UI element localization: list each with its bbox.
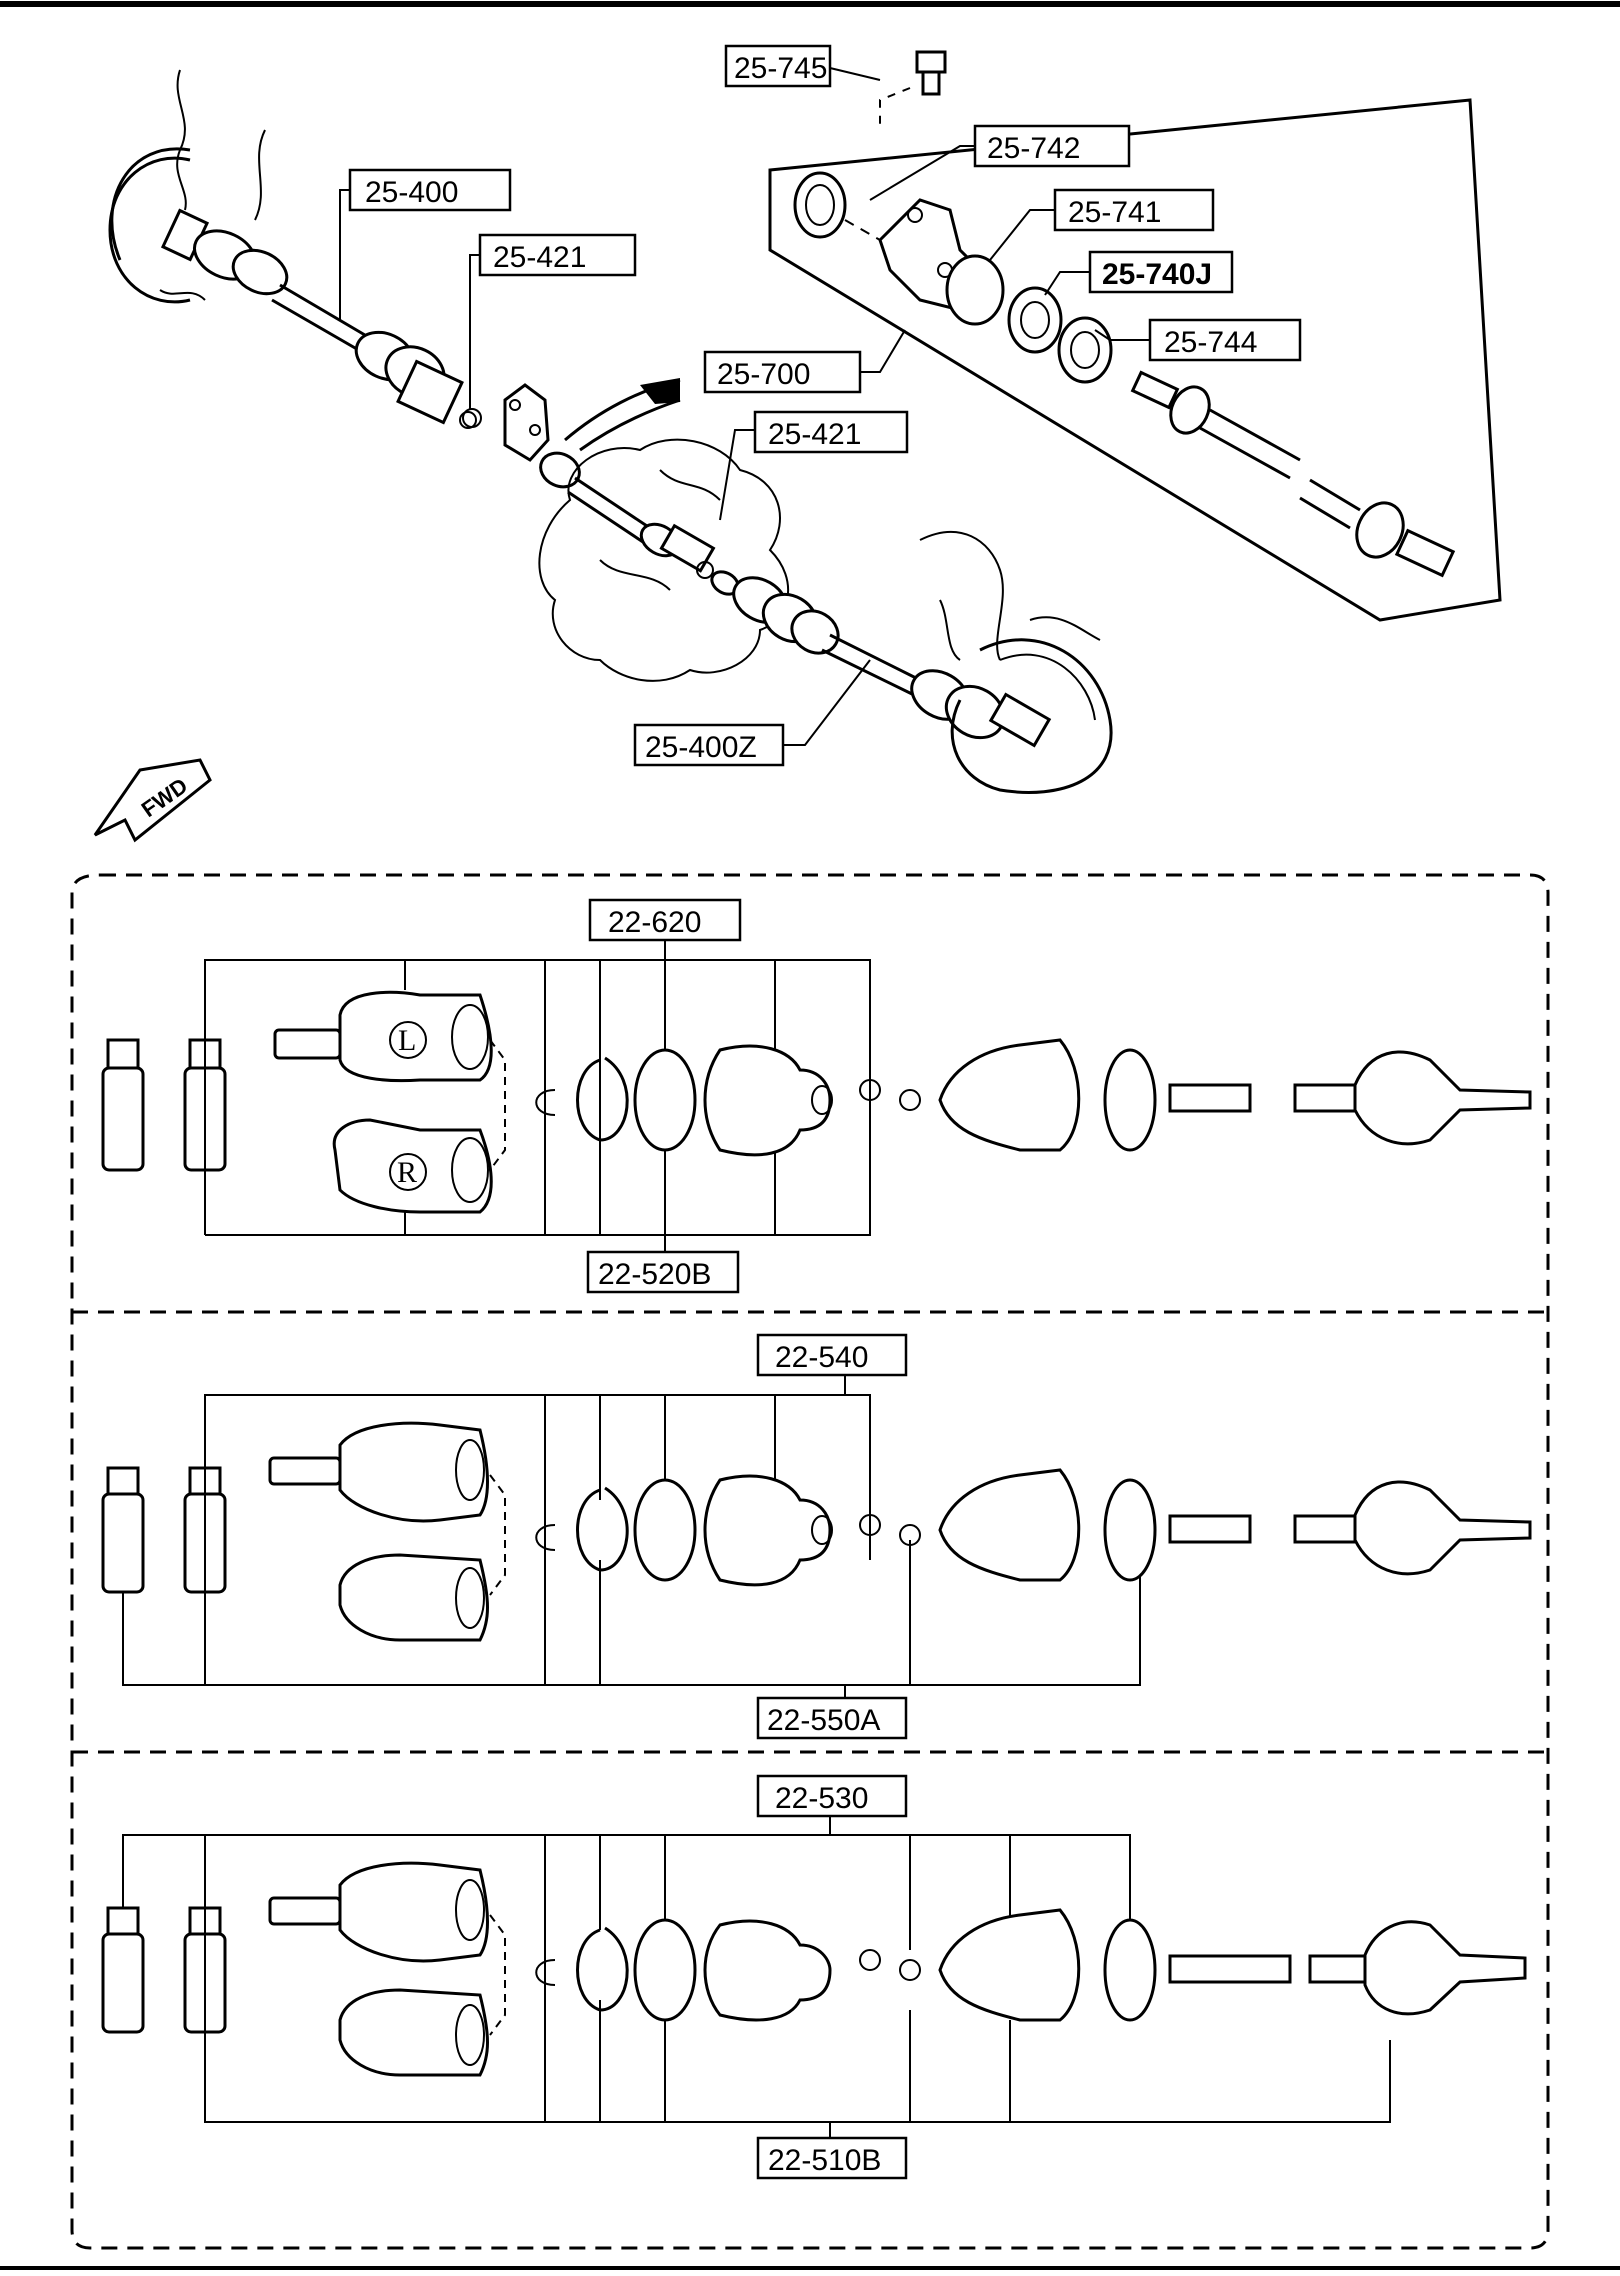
transmission xyxy=(538,438,789,682)
cv-joint-right: R xyxy=(332,1039,506,1214)
right-halfshaft xyxy=(732,576,1052,748)
left-halfshaft xyxy=(160,208,477,429)
grease-tube xyxy=(101,1906,227,2034)
callout-22-620: 22-620 xyxy=(588,898,742,942)
callout-25-400Z: 25-400Z xyxy=(633,723,785,767)
callout-22-510B: 22-510B xyxy=(756,2136,908,2180)
fwd-arrow: FWD xyxy=(93,758,212,843)
grease-tube xyxy=(101,1466,227,1594)
callout-25-742: 25-742 xyxy=(973,124,1131,168)
callout-22-550A: 22-550A xyxy=(756,1696,908,1740)
callout-25-421-top: 25-421 xyxy=(478,233,637,277)
svg-text:25-421: 25-421 xyxy=(493,241,586,274)
callout-22-530: 22-530 xyxy=(756,1774,908,1818)
left-wheel-hub xyxy=(108,69,266,304)
callout-22-540: 22-540 xyxy=(756,1333,908,1377)
marker-L: L xyxy=(398,1024,416,1057)
svg-text:22-620: 22-620 xyxy=(608,906,701,939)
svg-text:25-745: 25-745 xyxy=(734,52,827,85)
upper-assembly: FWD xyxy=(93,44,1502,843)
svg-text:25-741: 25-741 xyxy=(1068,196,1161,229)
svg-text:25-400: 25-400 xyxy=(365,176,458,209)
svg-text:22-550A: 22-550A xyxy=(767,1704,880,1737)
callout-25-421-mid: 25-421 xyxy=(753,410,909,454)
svg-text:22-540: 22-540 xyxy=(775,1341,868,1374)
callout-25-741: 25-741 xyxy=(1053,188,1215,232)
svg-text:25-400Z: 25-400Z xyxy=(645,731,757,764)
bolt-25-745 xyxy=(879,50,947,125)
svg-text:25-740J: 25-740J xyxy=(1102,258,1212,291)
svg-text:22-520B: 22-520B xyxy=(598,1258,711,1291)
circlip-left xyxy=(462,408,482,428)
svg-text:25-700: 25-700 xyxy=(717,358,810,391)
svg-text:22-530: 22-530 xyxy=(775,1782,868,1815)
center-bracket xyxy=(503,378,681,489)
kit-panel-3: 22-530 22-510B xyxy=(101,1774,1527,2180)
svg-text:25-742: 25-742 xyxy=(987,132,1080,165)
bearing-detail-inset xyxy=(768,98,1502,622)
kit-panel-2: 22-540 22-550A xyxy=(101,1333,1532,1740)
upper-leaders xyxy=(339,67,1150,746)
kit-panel-1: L R 22-620 xyxy=(101,898,1532,1294)
svg-text:25-421: 25-421 xyxy=(768,418,861,451)
svg-text:22-510B: 22-510B xyxy=(768,2144,881,2177)
svg-text:25-744: 25-744 xyxy=(1164,326,1257,359)
marker-R: R xyxy=(397,1156,417,1189)
callout-22-520B: 22-520B xyxy=(586,1250,740,1294)
callout-25-744: 25-744 xyxy=(1148,318,1302,362)
callout-25-740J: 25-740J xyxy=(1088,250,1234,294)
grease-tube xyxy=(101,1038,227,1172)
intermediate-shaft xyxy=(567,476,740,596)
callout-25-745: 25-745 xyxy=(724,44,832,88)
callout-25-400: 25-400 xyxy=(348,168,512,212)
callout-25-700: 25-700 xyxy=(703,350,862,394)
cv-joint-left: L xyxy=(273,990,493,1083)
right-wheel-hub xyxy=(919,530,1113,794)
